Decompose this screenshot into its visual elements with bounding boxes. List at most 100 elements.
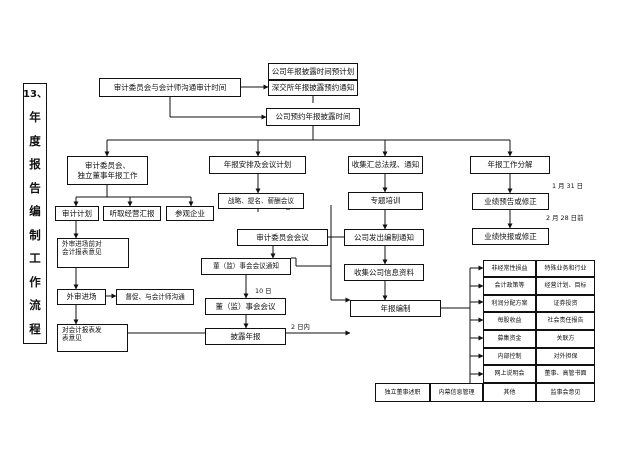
task-breakdown-box: 年报工作分解 [470, 156, 550, 174]
forecast-label: 业绩预告或修正 [484, 196, 537, 206]
title-char: 告 [29, 180, 41, 195]
title-char: 工 [29, 251, 41, 265]
collect-info-box: 收集公司信息资料 [344, 264, 424, 281]
audit-time-label: 审计委员会与会计师沟通审计时间 [113, 82, 227, 92]
grid-cell-label: 对外担保 [553, 352, 578, 360]
collect-info-label: 收集公司信息资料 [354, 267, 414, 277]
strategy-meeting-box: 战略、提名、薪酬会议 [218, 193, 304, 209]
grid-cell: 会计政策等 [483, 277, 536, 295]
board-notice-label: 董（监）事会会议通知 [213, 262, 279, 271]
title-char: 作 [29, 274, 41, 289]
grid-cell: 非经常性损益 [483, 260, 536, 277]
opinion-before-box: 外审进场前对 会计报表意见 [57, 238, 129, 268]
hear-report-label: 听取经营汇报 [109, 208, 155, 218]
title-char: 13、 [23, 89, 47, 100]
audit-time-box: 审计委员会与会计师沟通审计时间 [99, 78, 241, 97]
opinion-after-line2: 表意见 [62, 334, 82, 343]
booked-time-box: 公司预约年报披露时间 [266, 108, 360, 126]
exchange-booking-box: 深交所年报披露预约通知 [268, 80, 358, 96]
grid-cell: 网上说明会 [483, 365, 536, 383]
grid-cell: 每股收益 [483, 312, 536, 330]
compile-report-box: 年报编制 [350, 300, 441, 317]
hear-report-box: 听取经营汇报 [103, 206, 161, 221]
two-days-label: 2 日内 [291, 323, 310, 331]
audit-meeting-box: 审计委员会会议 [237, 229, 328, 246]
grid-cell: 特殊业务和行业 [536, 260, 595, 277]
issue-notice-box: 公司发出编制通知 [344, 229, 424, 246]
grid-cell: 对外担保 [536, 348, 595, 365]
task-breakdown-label: 年报工作分解 [487, 160, 533, 170]
disclose-report-box: 披露年报 [205, 328, 286, 345]
insider-info-box: 内幕信息管理 [430, 383, 483, 402]
disclose-report-label: 披露年报 [230, 331, 261, 341]
title-char: 度 [29, 133, 41, 148]
title-char: 报 [29, 157, 41, 171]
vertical-title: 13、 年 度 报 告 编 制 工 作 流 程 [23, 83, 47, 344]
opinion-after-box: 对会计报表发 表意见 [57, 324, 128, 352]
grid-cell: 内部控制 [483, 348, 536, 365]
grid-cell-label: 网上说明会 [494, 370, 525, 378]
visit-box: 参观企业 [166, 206, 214, 221]
meeting-plan-label: 年报安排及会议计划 [223, 160, 292, 170]
audit-committee-box: 审计委员会、 独立董事年报工作 [67, 156, 148, 185]
ten-days-label: 10 日 [255, 287, 272, 295]
audit-committee-line1: 审计委员会、 [85, 161, 130, 171]
grid-cell-label: 董事、高管书面 [544, 370, 587, 378]
grid-cell-label: 每股收益 [497, 317, 522, 325]
issue-notice-label: 公司发出编制通知 [354, 232, 414, 242]
collect-regulations-box: 收集汇总法规、通知 [348, 156, 423, 174]
board-notice-box: 董（监）事会会议通知 [201, 258, 291, 275]
meeting-plan-box: 年报安排及会议计划 [209, 156, 306, 174]
grid-cell-label: 社会责任报告 [547, 317, 584, 325]
grid-cell-label: 利润分配方案 [491, 299, 528, 307]
grid-cell-label: 经营计划、目标 [544, 282, 587, 290]
grid-cell: 募集资金 [483, 330, 536, 348]
insider-info-label: 内幕信息管理 [438, 388, 475, 396]
grid-cell: 经营计划、目标 [536, 277, 595, 295]
express-label: 业绩快报或修正 [484, 231, 537, 241]
title-char: 程 [29, 321, 41, 336]
grid-cell-label: 内部控制 [497, 352, 522, 360]
feb28-label: 2 月 28 日前 [546, 214, 584, 222]
title-char: 制 [29, 227, 41, 242]
opinion-after-line1: 对会计报表发 [62, 326, 102, 334]
grid-cell: 监事会意见 [536, 383, 595, 402]
opinion-before-line1: 外审进场前对 [62, 240, 102, 248]
training-label: 专题培训 [370, 196, 401, 206]
auditor-entry-box: 外审进场 [57, 289, 106, 305]
grid-cell-label: 非经常性损益 [491, 264, 528, 272]
audit-plan-label: 审计计划 [62, 208, 92, 218]
schedule-plan-box: 公司年报披露时间预计划 [268, 63, 358, 80]
exchange-booking-label: 深交所年报披露预约通知 [271, 83, 355, 93]
collect-regulations-label: 收集汇总法规、通知 [351, 160, 420, 170]
title-char: 编 [29, 204, 41, 218]
board-meeting-box: 董（监）事会会议 [205, 298, 286, 315]
independent-director-box: 独立董事述职 [375, 383, 430, 402]
compile-report-label: 年报编制 [380, 303, 411, 313]
title-char: 年 [29, 110, 41, 124]
audit-committee-line2: 独立董事年报工作 [77, 170, 138, 180]
audit-meeting-label: 审计委员会会议 [256, 232, 309, 242]
grid-cell: 关联方 [536, 330, 595, 348]
supervise-label: 督促、与会计师沟通 [125, 292, 185, 301]
auditor-entry-label: 外审进场 [66, 292, 97, 302]
jan31-label: 1 月 31 日 [552, 182, 584, 190]
visit-label: 参观企业 [175, 208, 205, 218]
grid-cell: 证券投资 [536, 295, 595, 312]
grid-cell: 利润分配方案 [483, 295, 536, 312]
express-box: 业绩快报或修正 [472, 228, 549, 245]
grid-cell-label: 募集资金 [497, 335, 522, 343]
grid-cell: 其他 [483, 383, 536, 402]
training-box: 专题培训 [348, 192, 423, 210]
title-char: 流 [29, 298, 41, 312]
strategy-meeting-label: 战略、提名、薪酬会议 [228, 196, 294, 205]
board-meeting-label: 董（监）事会会议 [215, 301, 276, 311]
supervise-box: 督促、与会计师沟通 [116, 289, 194, 305]
grid-cell-label: 监事会意见 [550, 388, 581, 396]
audit-plan-box: 审计计划 [55, 206, 99, 221]
grid-cell: 社会责任报告 [536, 312, 595, 330]
grid-cell-label: 关联方 [556, 335, 575, 343]
independent-director-label: 独立董事述职 [384, 388, 421, 396]
opinion-before-line2: 会计报表意见 [62, 248, 102, 257]
